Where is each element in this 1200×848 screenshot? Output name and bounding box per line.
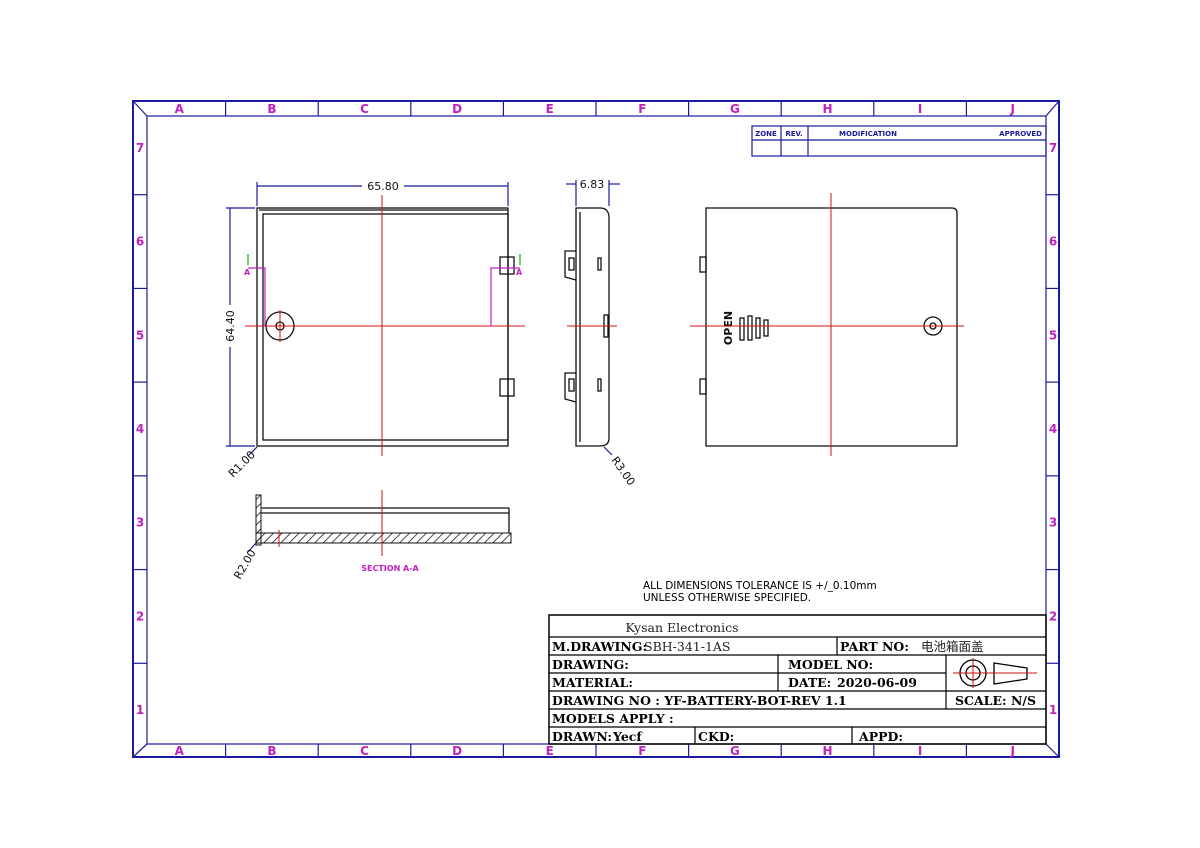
- zone-col-top: F: [638, 102, 646, 116]
- zone-row-right: 6: [1049, 235, 1057, 249]
- projection-symbol: [953, 658, 1037, 688]
- tolerance-note: ALL DIMENSIONS TOLERANCE IS +/_0.10mm: [643, 580, 877, 592]
- part-no-value: 电池箱面盖: [921, 639, 984, 654]
- section-label: SECTION A-A: [361, 564, 419, 573]
- zone-col-top: B: [267, 102, 276, 116]
- m-drawing-value: SBH-341-1AS: [644, 639, 731, 654]
- m-drawing-label: M.DRAWING:: [552, 639, 647, 654]
- tolerance-note-2: UNLESS OTHERWISE SPECIFIED.: [643, 592, 811, 604]
- zone-col-bottom: H: [822, 744, 832, 758]
- zone-col-top: C: [360, 102, 369, 116]
- zone-labels: A A B B C C D D E E F F G G H H I I J J 7 7 6 6 5 5 4 4 3 3 2 2 1 1: [136, 102, 1057, 758]
- section-marker-right: A: [516, 268, 523, 277]
- width-dimension: 65.80: [367, 180, 399, 193]
- zone-row-right: 3: [1049, 516, 1057, 530]
- zone-col-top: J: [1009, 102, 1014, 116]
- zone-col-bottom: A: [175, 744, 185, 758]
- zone-col-top: I: [918, 102, 922, 116]
- zone-row-right: 4: [1049, 422, 1057, 436]
- rev-zone-header: ZONE: [755, 130, 777, 138]
- drawn-label: DRAWN:: [552, 729, 612, 744]
- material-label: MATERIAL:: [552, 675, 633, 690]
- zone-col-top: D: [452, 102, 462, 116]
- part-no-label: PART NO:: [840, 639, 909, 654]
- zone-row-left: 4: [136, 422, 144, 436]
- zone-row-left: 6: [136, 235, 144, 249]
- drawing-number: DRAWING NO : YF-BATTERY-BOT-REV 1.1: [552, 693, 847, 708]
- zone-row-right: 1: [1049, 703, 1057, 717]
- zone-row-left: 3: [136, 516, 144, 530]
- zone-col-bottom: G: [730, 744, 740, 758]
- zone-col-bottom: F: [638, 744, 646, 758]
- rev-modification-header: MODIFICATION: [839, 130, 897, 138]
- ckd-label: CKD:: [698, 729, 734, 744]
- zone-row-right: 5: [1049, 328, 1057, 342]
- section-marker-left: A: [244, 268, 251, 277]
- date-label: DATE:: [788, 675, 831, 690]
- zone-col-bottom: C: [360, 744, 369, 758]
- scale: SCALE: N/S: [955, 693, 1036, 708]
- drawn-value: Yecf: [612, 729, 643, 744]
- zone-col-bottom: J: [1009, 744, 1014, 758]
- radius-r1: R1.00: [226, 448, 258, 480]
- zone-col-bottom: D: [452, 744, 462, 758]
- section-a-a-view: R2.00 SECTION A-A: [231, 490, 512, 582]
- zone-row-left: 2: [136, 609, 144, 623]
- zone-col-bottom: E: [546, 744, 554, 758]
- rev-rev-header: REV.: [785, 130, 802, 138]
- zone-row-right: 2: [1049, 609, 1057, 623]
- open-label: OPEN: [722, 311, 735, 345]
- model-no-label: MODEL NO:: [788, 657, 873, 672]
- corner-lines: [132, 100, 1060, 758]
- revision-table: ZONE REV. MODIFICATION APPROVED: [751, 125, 1047, 157]
- zone-row-right: 7: [1049, 141, 1057, 155]
- zone-col-bottom: I: [918, 744, 922, 758]
- date-value: 2020-06-09: [837, 675, 917, 690]
- zone-col-top: H: [822, 102, 832, 116]
- front-view: A A 65.80 64.40 R1.00: [224, 180, 525, 480]
- thickness-dimension: 6.83: [580, 178, 605, 191]
- zone-col-top: G: [730, 102, 740, 116]
- appd-label: APPD:: [858, 729, 903, 744]
- back-view: OPEN: [690, 193, 964, 456]
- side-view: 6.83 R3.00: [564, 178, 638, 488]
- models-apply-label: MODELS APPLY :: [552, 711, 674, 726]
- radius-r2: R2.00: [231, 547, 258, 581]
- company-name: Kysan Electronics: [625, 620, 738, 635]
- zone-row-left: 1: [136, 703, 144, 717]
- section-line-left: [248, 267, 266, 326]
- rev-approved-header: APPROVED: [999, 130, 1042, 138]
- title-block: Kysan Electronics M.DRAWING: SBH-341-1AS…: [548, 614, 1047, 745]
- zone-row-left: 7: [136, 141, 144, 155]
- zone-row-left: 5: [136, 328, 144, 342]
- zone-ticks: [133, 101, 1059, 757]
- section-line-right: [490, 267, 520, 326]
- zone-col-top: E: [546, 102, 554, 116]
- drawing-label: DRAWING:: [552, 657, 629, 672]
- zone-col-top: A: [175, 102, 185, 116]
- zone-col-bottom: B: [267, 744, 276, 758]
- height-dimension: 64.40: [224, 310, 237, 342]
- radius-r3: R3.00: [609, 454, 638, 488]
